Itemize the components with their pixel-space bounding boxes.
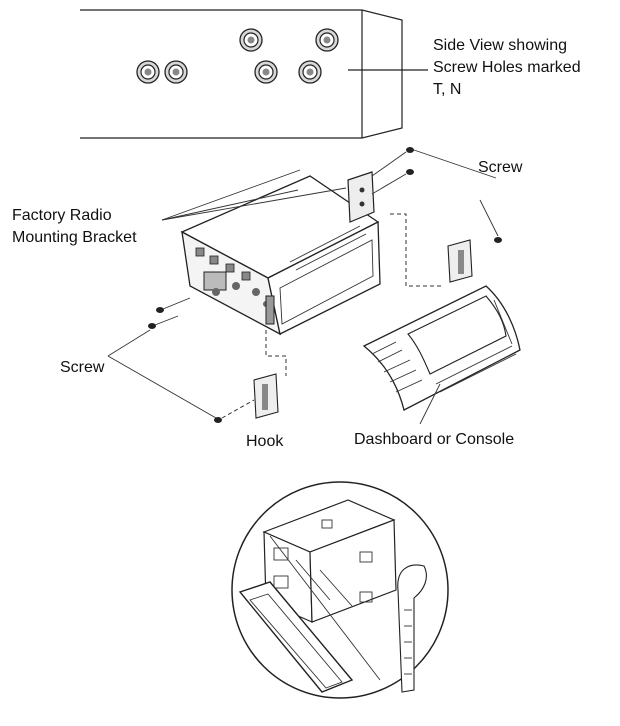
screw-label-left: Screw [60,359,105,376]
dashboard-console [362,285,521,411]
factory-mounting-bracket [347,171,375,223]
detail-inset [231,481,449,699]
screw-icon [406,147,414,153]
screw-icon [156,297,191,313]
screw-icon [214,417,222,423]
bracket-leader-line [161,169,301,221]
screw-icon [148,315,179,329]
side-view-label-line1: Side View showing [433,37,568,54]
bracket-leader-line [161,189,299,221]
hook-right [447,239,473,283]
dashboard-leader-line [419,383,441,425]
screw-leader-line [107,329,151,357]
bracket-leader-line [161,187,347,221]
screw-hole [315,28,339,52]
screw-icon [406,169,414,175]
screw-icon [494,237,502,243]
alignment-dashed-line [390,213,444,287]
alignment-dashed-line [265,330,287,376]
side-view-panel [80,9,403,139]
alignment-dashed-line [221,399,255,419]
screw-path-line [371,151,407,177]
side-view-label-line2: Screw Holes marked [433,59,581,76]
side-view-label-line3: T, N [433,81,462,98]
hook-label: Hook [246,433,284,450]
screw-label-top: Screw [478,159,523,176]
radio-chassis [180,175,381,336]
factory-bracket-label-line2: Mounting Bracket [12,229,137,246]
screw-hole [239,28,263,52]
screw-leader-line [479,199,499,237]
screw-leader-line [413,149,497,179]
dashboard-label: Dashboard or Console [354,431,515,448]
screw-path-line [371,173,407,195]
screw-hole [298,60,322,84]
factory-bracket-label-line1: Factory Radio [12,207,112,224]
screw-hole [254,60,278,84]
screw-leader-line [107,355,217,419]
hook-bottom [253,373,279,419]
screw-hole [136,60,160,84]
screw-hole [164,60,188,84]
